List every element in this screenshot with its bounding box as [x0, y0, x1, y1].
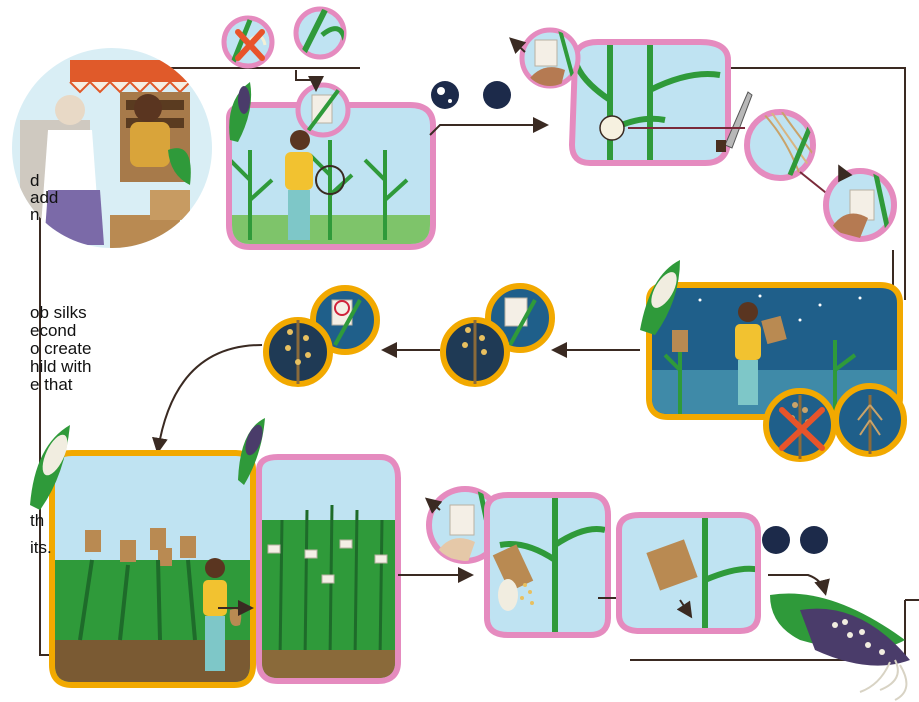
market-scene	[10, 48, 220, 260]
panel-tagged-field	[255, 455, 400, 685]
text-fragment: th	[30, 511, 44, 530]
moon-icon	[762, 526, 828, 554]
circle-pollen-tassel-left	[266, 320, 330, 388]
circle-bagged-ear	[298, 85, 348, 135]
arrow-icon	[158, 345, 262, 450]
circle-hand-bag-tassel	[522, 30, 578, 90]
circle-pollen-tassel-right	[443, 320, 507, 388]
moon-icon	[431, 81, 511, 109]
panel-collect-pollen	[570, 40, 730, 165]
arrow-icon	[768, 575, 825, 592]
arrow-icon	[430, 125, 545, 135]
circle-cut-silks	[747, 110, 818, 178]
final-maize-cob	[770, 593, 910, 700]
panel-pour-pollen	[485, 495, 610, 635]
text-fragment: its.	[30, 538, 52, 557]
text-fragment: ob silks	[30, 303, 87, 322]
circle-silk-ready	[296, 9, 345, 60]
circle-tassel-good	[836, 386, 904, 455]
text-fragment: n	[30, 205, 39, 224]
text-fragment: econd	[30, 321, 76, 340]
text-fragment: o create	[30, 339, 91, 358]
text-fragment: e that	[30, 375, 73, 394]
circle-hand-covers-ear	[826, 170, 894, 240]
panel-bag-covers-ear	[615, 512, 763, 634]
text-fragment: hild with	[30, 357, 91, 376]
